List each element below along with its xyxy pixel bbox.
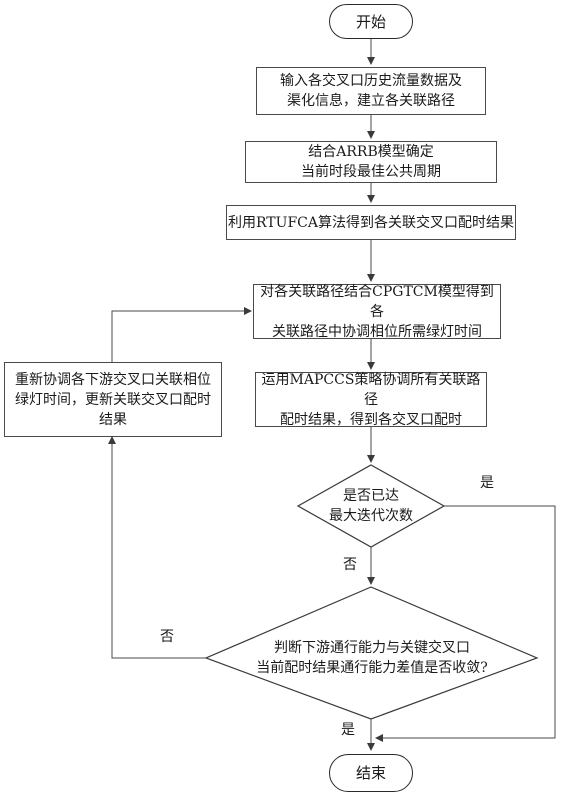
decision2-no-label: 否 bbox=[160, 629, 174, 645]
step4-box: 对各关联路径结合CPGTCM模型得到各 关联路径中协调相位所需绿灯时间 bbox=[253, 284, 501, 340]
decision2-yes-label: 是 bbox=[341, 722, 355, 738]
decision1-diamond bbox=[296, 464, 446, 548]
decision2-label: 判断下游通行能力与关键交叉口 当前配时结果通行能力差值是否收敛? bbox=[256, 640, 488, 676]
end-node: 结束 bbox=[329, 754, 413, 792]
decision2-diamond bbox=[204, 586, 539, 720]
step5-box: 运用MAPCCS策略协调所有关联路径 配时结果，得到各交叉口配时 bbox=[255, 372, 487, 428]
arrow-decision1-yes bbox=[375, 505, 556, 742]
decision1-yes-label: 是 bbox=[480, 475, 494, 491]
start-node: 开始 bbox=[329, 4, 413, 39]
arrow-decision2-no bbox=[108, 436, 206, 659]
step3-box: 利用RTUFCA算法得到各关联交叉口配时结果 bbox=[226, 205, 516, 240]
decision1-label: 是否已达 最大迭代次数 bbox=[329, 488, 413, 524]
step2-box: 结合ARRB模型确定 当前时段最佳公共周期 bbox=[245, 141, 497, 183]
decision1-no-label: 否 bbox=[343, 557, 357, 573]
arrow-update-to-step4 bbox=[111, 307, 252, 362]
update-box: 重新协调各下游交叉口关联相位 绿灯时间，更新关联交叉口配时 结果 bbox=[4, 362, 222, 437]
step1-box: 输入各交叉口历史流量数据及 渠化信息，建立各关联路径 bbox=[256, 67, 486, 115]
